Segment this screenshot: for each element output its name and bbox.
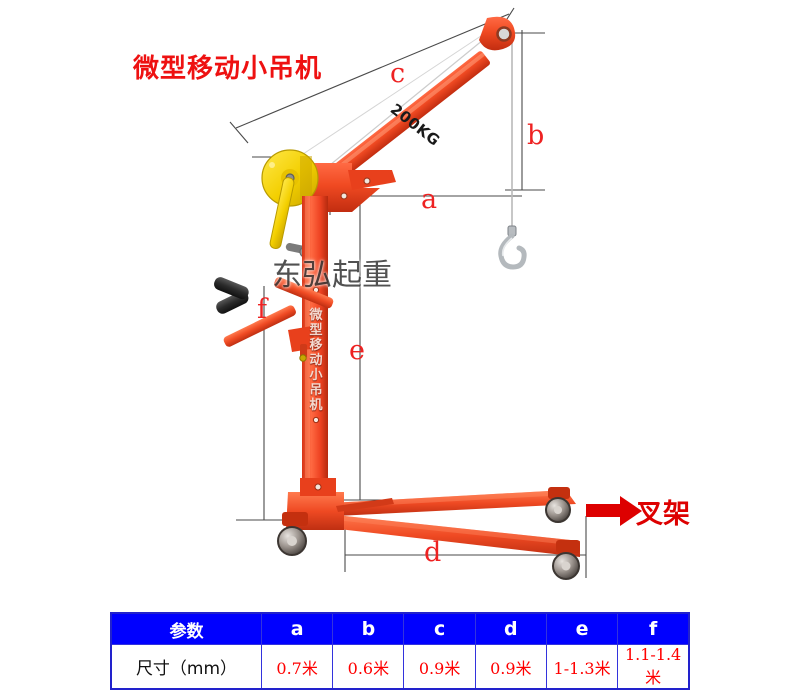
page-title: 微型移动小吊机 [133,54,323,84]
hand-winch [261,149,319,258]
crane-boom [332,16,516,180]
table-header-row: 参数 a b c d e f [110,612,690,645]
fork-frame-label: 叉架 [636,499,690,530]
table-header-cell: c [403,612,476,645]
dimension-label-c: c [390,58,406,89]
dimension-label-b: b [527,120,545,151]
table-header-cell: 参数 [110,612,263,645]
push-handles [214,277,334,362]
mast-vertical-text: 微 型 移 动 小 吊 机 [308,308,324,413]
mast-char: 微 [309,308,323,323]
table-header-cell: f [617,612,690,645]
crane-illustration [214,7,642,580]
brand-watermark: 东弘起重 [272,258,392,293]
dimension-label-d: d [424,537,442,568]
dimension-label-e: e [349,335,365,366]
mast-char: 移 [309,338,323,353]
mast-char: 型 [309,323,323,338]
table-row: 尺寸（mm） 0.7米 0.6米 0.9米 0.9米 1-1.3米 1.1-1.… [110,644,690,690]
hoist-cable [281,19,513,228]
fork-pointer-arrow [586,496,642,526]
mast-char: 小 [309,368,323,383]
dimension-label-f: f [257,294,267,325]
table-header-cell: a [261,612,334,645]
specification-table: 参数 a b c d e f 尺寸（mm） 0.7米 0.6米 0.9米 0.9… [110,612,690,690]
table-row-label: 尺寸（mm） [110,644,263,690]
lifting-hook [498,225,527,270]
table-header-cell: e [545,612,619,645]
mast-char: 动 [309,353,323,368]
mast-char: 吊 [309,383,323,398]
fork-base-frame [286,478,580,557]
table-cell-a: 0.7米 [261,644,334,690]
caster-wheels [277,487,580,580]
table-cell-e: 1-1.3米 [545,644,619,690]
table-header-cell: b [332,612,405,645]
dimension-label-a: a [421,184,438,215]
mast-char: 机 [309,398,323,413]
table-cell-f: 1.1-1.4米 [617,644,690,690]
table-cell-d: 0.9米 [474,644,547,690]
table-cell-b: 0.6米 [332,644,405,690]
table-header-cell: d [474,612,547,645]
table-cell-c: 0.9米 [403,644,476,690]
